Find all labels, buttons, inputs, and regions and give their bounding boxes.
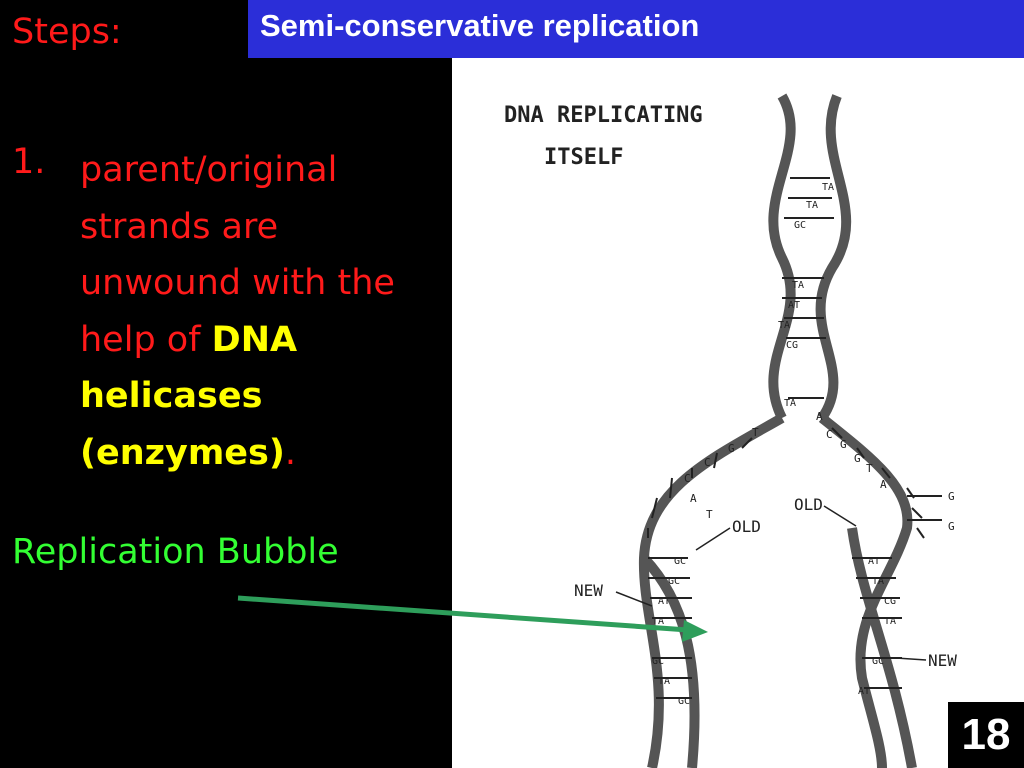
- pair-label: AT: [658, 596, 670, 607]
- parent-helix: [768, 93, 852, 421]
- step-text-plain: parent/original strands are unwound with…: [80, 150, 395, 360]
- replication-bubble-callout: Replication Bubble: [12, 532, 339, 572]
- old-left-label: OLD: [732, 517, 761, 536]
- pair-label: AT: [788, 300, 800, 311]
- page-number: 18: [948, 702, 1024, 768]
- pair-label: AT: [868, 556, 880, 567]
- base-label: T: [752, 426, 759, 439]
- base-label: G: [948, 490, 955, 503]
- pair-label: GC: [794, 220, 806, 231]
- pair-label: TA: [658, 676, 670, 687]
- figure-title-1: DNA REPLICATING: [504, 103, 703, 128]
- pair-label: TA: [872, 576, 884, 587]
- right-daughter-labels: AT TA CG TA GC AT: [858, 556, 896, 697]
- fork-base-lines: [647, 427, 942, 539]
- right-fork-bases: A C G G T A: [816, 410, 887, 491]
- step-number: 1.: [12, 142, 46, 182]
- left-fork-bases: T G C C A T: [684, 426, 759, 521]
- pair-label: GC: [668, 576, 680, 587]
- step-text-end: .: [284, 432, 297, 473]
- new-left-label: NEW: [574, 581, 603, 600]
- base-label: T: [706, 508, 713, 521]
- pair-label: TA: [884, 616, 896, 627]
- strand-labels: OLD OLD NEW NEW: [574, 495, 957, 670]
- figure-title-2: ITSELF: [544, 145, 623, 170]
- base-label: G: [948, 520, 955, 533]
- old-right-label: OLD: [794, 495, 823, 514]
- title-bar: Semi-conservative replication: [248, 0, 1024, 58]
- dna-diagram: DNA REPLICATING ITSELF TA TA GC TA AT TA…: [504, 93, 957, 768]
- new-right-label: NEW: [928, 651, 957, 670]
- pair-label: TA: [784, 398, 796, 409]
- base-label: G: [840, 438, 847, 451]
- base-label: A: [880, 478, 887, 491]
- pair-label: TA: [806, 200, 818, 211]
- base-label: C: [826, 428, 833, 441]
- pair-label: GC: [674, 556, 686, 567]
- slide-title: Semi-conservative replication: [260, 8, 700, 43]
- step-text: parent/original strands are unwound with…: [80, 142, 450, 481]
- pair-label: GC: [872, 656, 884, 667]
- base-label: G: [728, 442, 735, 455]
- base-label: T: [866, 462, 873, 475]
- pair-label: GC: [678, 696, 690, 707]
- base-label: G: [854, 452, 861, 465]
- pair-label: TA: [652, 616, 664, 627]
- right-open-bases: G G: [948, 490, 955, 533]
- base-label: A: [816, 410, 823, 423]
- pair-label: CG: [884, 596, 896, 607]
- pair-label: TA: [822, 182, 834, 193]
- pair-label: AT: [858, 686, 870, 697]
- pair-label: TA: [778, 320, 790, 331]
- pair-label: TA: [792, 280, 804, 291]
- step-highlight: DNA helicases (enzymes): [80, 319, 298, 473]
- base-label: A: [690, 492, 697, 505]
- base-label: C: [704, 456, 711, 469]
- dna-figure: DNA REPLICATING ITSELF TA TA GC TA AT TA…: [452, 58, 1024, 768]
- top-pair-labels: TA TA GC TA AT TA CG TA: [778, 182, 834, 409]
- pair-label: CG: [786, 340, 798, 351]
- steps-heading: Steps:: [12, 12, 122, 52]
- base-label: C: [684, 472, 691, 485]
- pair-label: GC: [652, 656, 664, 667]
